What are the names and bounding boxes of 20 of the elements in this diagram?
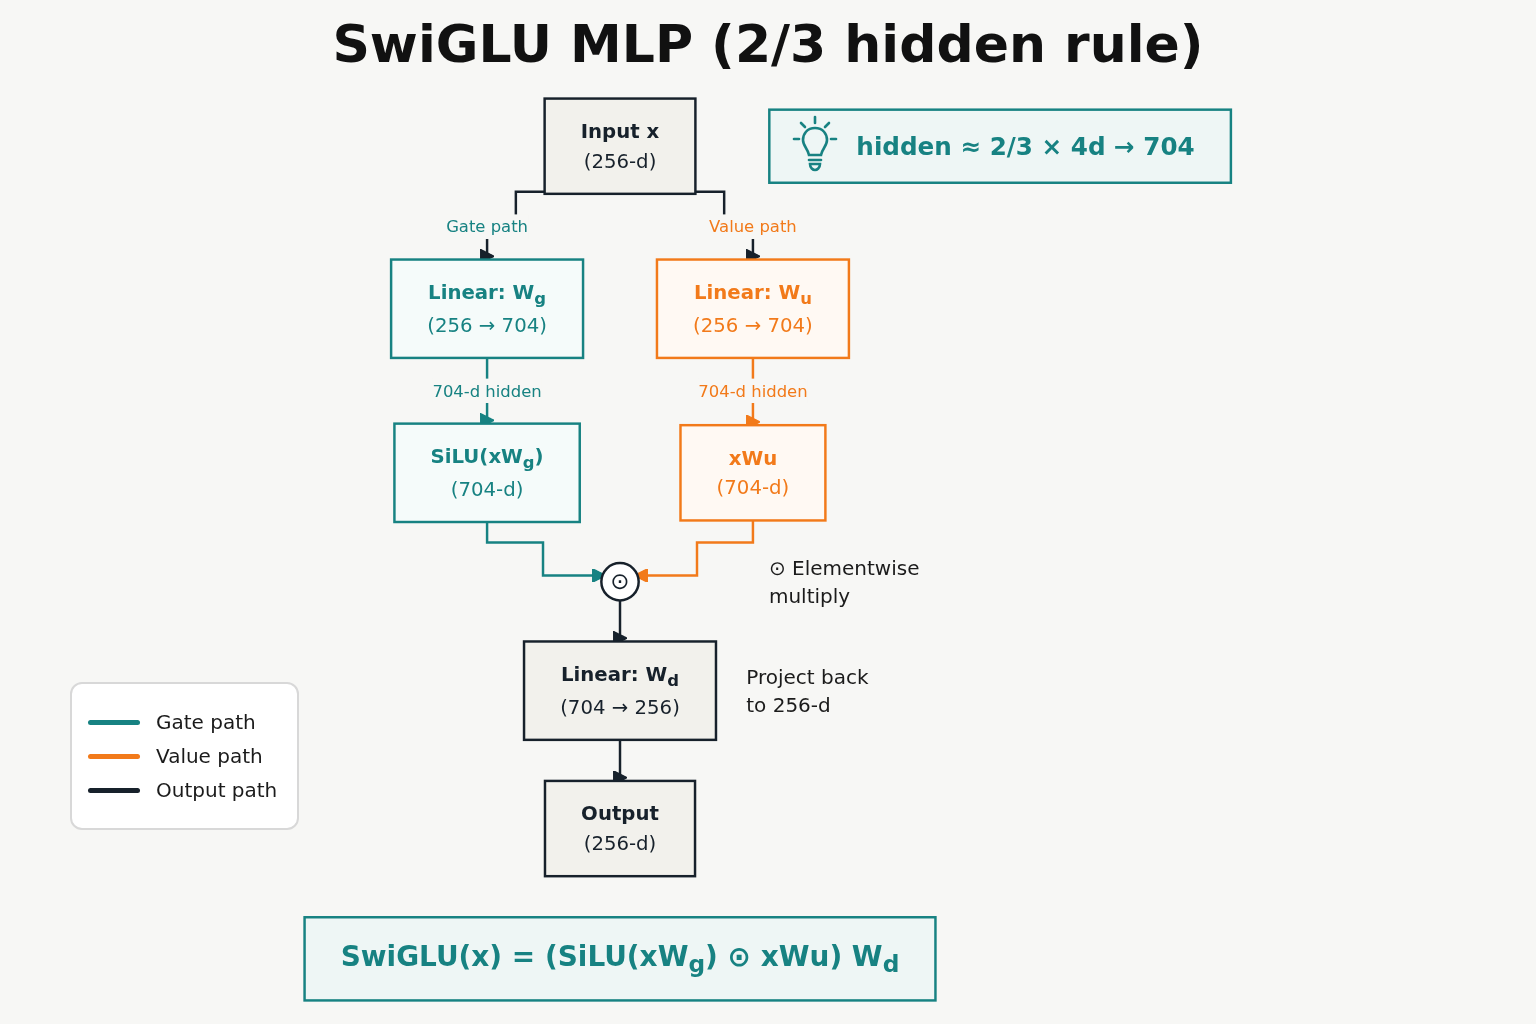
node-box: xWu (704-d)	[679, 423, 827, 522]
title: SwiGLU MLP (2/3 hidden rule)	[332, 14, 1204, 74]
node-box: SwiGLU(x) = (SiLU(xW$_{g}$) ⊙ xWu) W$_{d}$	[303, 916, 937, 1002]
edge-label: 704-d hidden	[432, 380, 542, 401]
node-box: Input x (256-d)	[543, 97, 697, 196]
legend-label: Value path	[156, 744, 263, 768]
legend-label: Output path	[156, 778, 278, 802]
node-box: Linear: W$_{g}$ (256 → 704)	[390, 258, 585, 360]
annotation: Project back to 256-d	[746, 663, 870, 719]
legend-label: Gate path	[156, 710, 256, 734]
node-box: SiLU(xW$_{g}$) (704-d)	[393, 422, 582, 524]
edge-label: Gate path	[446, 216, 529, 237]
node-circle: ⊙	[600, 561, 641, 602]
node-box: Output (256-d)	[544, 779, 697, 878]
edge-label: 704-d hidden	[698, 380, 808, 401]
node-box: Linear: W$_{d}$ (704 → 256)	[523, 640, 718, 742]
edge-label: Value path	[709, 216, 798, 237]
node-box: Linear: W$_{u}$ (256 → 704)	[656, 258, 851, 360]
node-box: hidden ≈ 2/3 × 4d → 704	[768, 108, 1233, 184]
note-text: ⊙ Elementwise multiply	[768, 554, 921, 610]
